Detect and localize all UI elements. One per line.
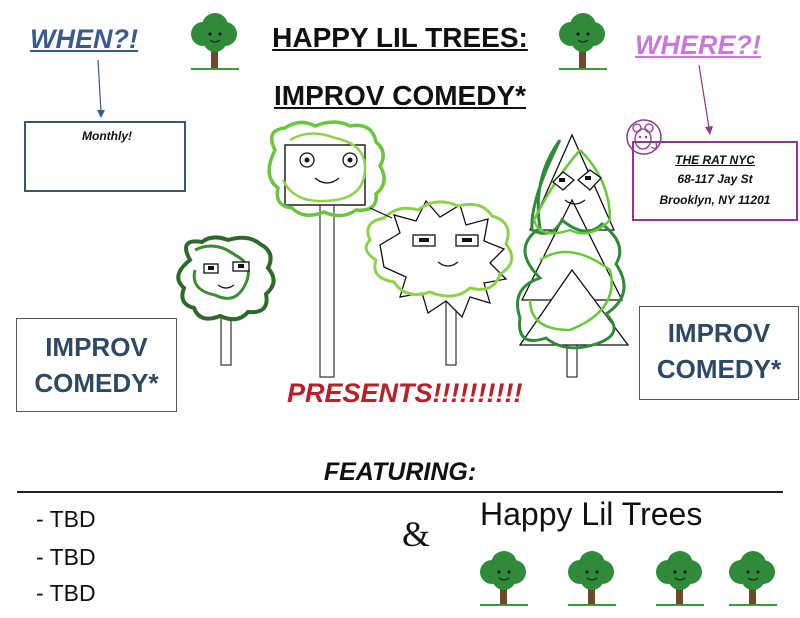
improv-badge-left: IMPROV COMEDY* (16, 318, 177, 412)
tree-icon-bottom-1 (480, 551, 528, 606)
improv-badge-right-line1: IMPROV (667, 318, 771, 348)
tree-icon-bottom-2 (568, 551, 616, 606)
performer-1: - TBD (36, 506, 96, 532)
improv-badge-left-line2: COMEDY* (34, 368, 159, 398)
headliner-name: Happy Lil Trees (480, 496, 703, 532)
ampersand: & (402, 514, 431, 554)
address-line-1: 68-117 Jay St (677, 172, 753, 186)
featuring-label: FEATURING: (323, 458, 477, 486)
tree-character-square-head (267, 120, 386, 378)
rat-icon (626, 119, 662, 155)
venue-name: THE RAT NYC (675, 153, 755, 167)
title-line-2: IMPROV COMEDY* (273, 80, 527, 111)
tree-icon-top-right (559, 13, 607, 70)
performer-2: - TBD (36, 544, 96, 570)
address-line-2: Brooklyn, NY 11201 (659, 193, 771, 207)
improv-badge-left-line1: IMPROV (45, 332, 148, 362)
tree-icon-bottom-3 (656, 551, 704, 606)
performer-3: - TBD (36, 580, 96, 606)
title-line-1: HAPPY LIL TREES: (272, 22, 528, 53)
tree-character-pine (516, 133, 630, 378)
where-box (632, 141, 798, 221)
tree-character-dark-round (176, 235, 276, 366)
when-value: Monthly! (82, 129, 132, 143)
when-box (24, 121, 186, 192)
where-label: WHERE?! (635, 30, 761, 60)
presents-text: PRESENTS!!!!!!!!!! (287, 378, 523, 408)
tree-icon-top-left (191, 13, 239, 70)
when-label: WHEN?! (30, 24, 138, 54)
divider-line (17, 491, 783, 493)
tree-character-spiky (364, 199, 514, 366)
improv-badge-right: IMPROV COMEDY* (639, 306, 799, 400)
tree-icon-bottom-4 (729, 551, 777, 606)
improv-badge-right-line2: COMEDY* (656, 354, 782, 384)
